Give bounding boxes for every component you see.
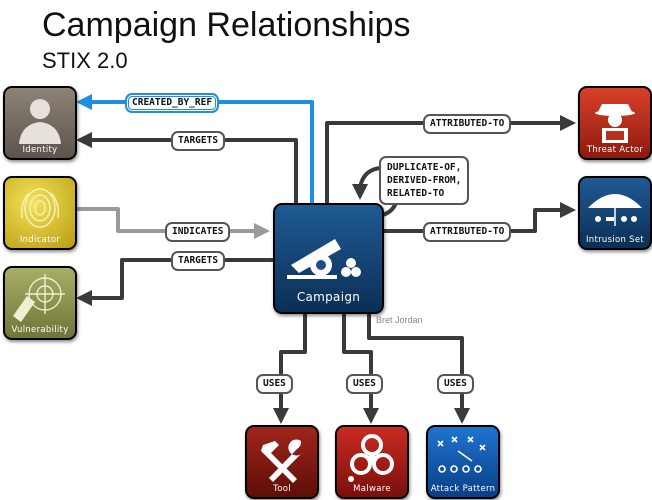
edge-uses-attack-pattern (367, 312, 470, 424)
umbrella-icon (588, 194, 642, 226)
hammer-wrench-icon (261, 439, 303, 483)
person-silhouette-icon (19, 99, 61, 144)
hacker-icon (595, 104, 635, 143)
edge-label-uses-malware: USES (346, 374, 383, 394)
edge-label-uses-tool: USES (256, 374, 293, 394)
node-threat-actor-label: Threat Actor (586, 145, 644, 155)
node-indicator-label: Indicator (19, 235, 61, 245)
node-vulnerability[interactable]: Vulnerability (3, 266, 77, 340)
node-attack-pattern-label: Attack Pattern (430, 484, 496, 494)
self-rel-line-1: DUPLICATE-OF, (387, 162, 462, 173)
node-threat-actor[interactable]: Threat Actor (578, 86, 652, 160)
self-rel-line-2: DERIVED-FROM, (387, 175, 462, 186)
edge-label-targets-vulnerability: TARGETS (171, 251, 226, 271)
node-tool-label: Tool (273, 484, 291, 494)
cannon-icon (287, 239, 361, 279)
node-intrusion-set[interactable]: Intrusion Set (578, 176, 652, 250)
node-campaign[interactable]: Campaign (273, 203, 384, 314)
biohazard-icon (348, 434, 394, 482)
author-credit: Bret Jordan (376, 315, 423, 325)
diagram-subtitle: STIX 2.0 (42, 48, 128, 73)
node-attack-pattern[interactable]: Attack Pattern (426, 425, 500, 499)
edge-label-attributed-to-actor: ATTRIBUTED-TO (423, 114, 512, 134)
target-crosshair-icon (13, 274, 65, 322)
node-intrusion-set-label: Intrusion Set (585, 235, 645, 245)
edge-label-self-relationship: DUPLICATE-OF, DERIVED-FROM, RELATED-TO (379, 156, 470, 205)
edge-targets-identity (76, 132, 298, 205)
edge-label-uses-attack-pattern: USES (437, 374, 474, 394)
node-malware[interactable]: Malware (335, 425, 409, 499)
node-vulnerability-label: Vulnerability (11, 325, 69, 335)
edge-label-indicates: INDICATES (165, 222, 231, 242)
node-identity[interactable]: Identity (3, 86, 77, 160)
node-malware-label: Malware (353, 484, 391, 494)
edge-uses-malware (342, 312, 379, 424)
edge-uses-tool (273, 312, 307, 424)
node-identity-label: Identity (22, 145, 58, 155)
diagram-title: Campaign Relationships (42, 6, 411, 44)
node-campaign-label: Campaign (296, 290, 361, 304)
fingerprint-icon (20, 188, 60, 228)
edge-label-created-by-ref: CREATED_BY_REF (125, 93, 220, 113)
edge-label-targets-identity: TARGETS (171, 131, 226, 151)
edge-label-attributed-to-set: ATTRIBUTED-TO (423, 222, 512, 242)
playbook-diagram-icon (437, 436, 486, 473)
node-tool[interactable]: Tool (245, 425, 319, 499)
edge-created-by-ref (76, 94, 314, 205)
node-indicator[interactable]: Indicator (3, 176, 77, 250)
self-rel-line-3: RELATED-TO (387, 188, 445, 199)
